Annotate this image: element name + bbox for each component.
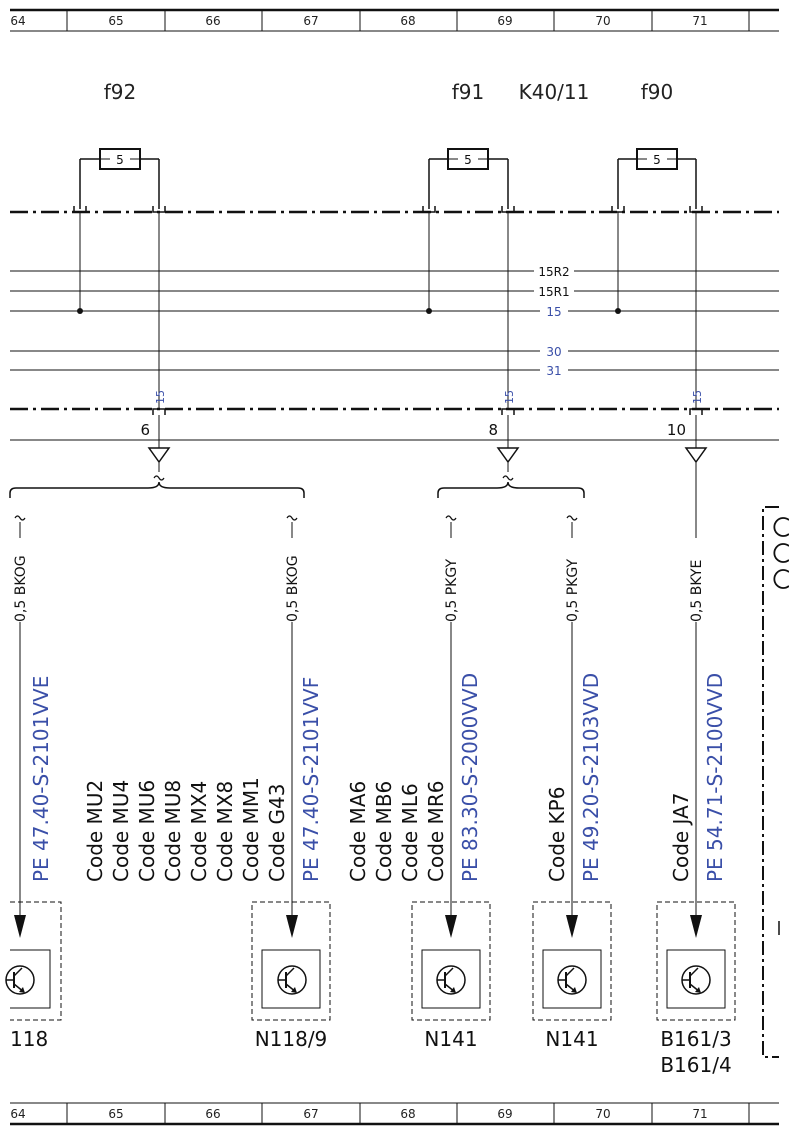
transistor-icon [436,965,466,995]
part-reference: PE 47.40-S-2101VVE [29,676,53,882]
code-label: Code ML6 [398,783,422,882]
fuse-f90: 5 [617,148,697,209]
code-label: Code JA7 [669,792,693,882]
grid-number: 70 [595,14,610,28]
pin-circuit-label: 15 [154,390,167,404]
component-n141-a [411,901,491,1021]
grid-number: 71 [692,14,707,28]
upper-boundary-line [10,206,779,214]
transistor-icon [557,965,587,995]
pin-number: 10 [667,421,686,439]
code-label: Code KP6 [545,787,569,882]
rail-label-15: 15 [546,305,561,319]
rail-label-30: 30 [546,345,561,359]
code-label: Code MM1 [239,777,263,882]
grid-number: 68 [400,14,415,28]
code-label: Code MU6 [135,780,159,882]
wire-label: 0,5 PKGY [444,559,460,622]
component-label: 118 [10,1027,48,1051]
component-label: N141 [545,1027,598,1051]
wire-label: 0,5 BKYE [689,560,705,622]
grid-number: 68 [400,1107,415,1121]
grid-number: 64 [10,1107,25,1121]
fuse-f91: 5 [428,148,509,209]
branch-wires [14,462,702,938]
component-n141-b [532,901,612,1021]
grid-number: 70 [595,1107,610,1121]
code-label: Code MU4 [109,780,133,882]
fuse-label-f92: f92 [104,80,137,104]
lower-boundary-line [10,407,779,441]
rail-label-15r2: 15R2 [538,265,569,279]
top-grid-ruler: 64 65 66 67 68 69 70 71 [10,8,779,32]
rail-label-15r1: 15R1 [538,285,569,299]
part-reference: PE 47.40-S-2101VVF [299,677,323,882]
fuse-rating: 5 [653,153,661,167]
component-b161 [656,901,736,1021]
component-label: B161/4 [660,1053,731,1077]
code-label: Code MX4 [187,781,211,882]
part-reference: PE 54.71-S-2100VVD [703,673,727,882]
code-label: Code MX8 [213,781,237,882]
pin-number: 8 [488,421,498,439]
transistor-icon [681,965,711,995]
wire-label: 0,5 PKGY [565,559,581,622]
grid-number: 66 [205,14,220,28]
transistor-icon [5,965,35,995]
connector-pin-8 [437,415,585,498]
transistor-icon [277,965,307,995]
relay-label: K40/11 [519,80,590,104]
part-reference: PE 49.20-S-2103VVD [579,673,603,882]
grid-number: 69 [497,14,512,28]
component-n118-9 [251,901,331,1021]
grid-number: 67 [303,1107,318,1121]
code-label: Code G43 [265,783,289,882]
fuse-label-f91: f91 [452,80,485,104]
fuse-rating: 5 [116,153,124,167]
fuse-rating: 5 [464,153,472,167]
wire-label: 0,5 BKOG [285,555,301,622]
component-118 [5,901,62,1021]
code-label-partial: Code G42 [0,783,21,882]
component-label: B161/3 [660,1027,731,1051]
grid-number: 65 [108,1107,123,1121]
connector-pin-6 [9,415,305,498]
right-frame-partial [762,506,789,1058]
component-label: N118/9 [255,1027,328,1051]
grid-number: 65 [108,14,123,28]
connector-pin-10 [684,415,708,464]
fuse-f92: 5 [79,148,160,209]
bottom-grid-ruler: 64 65 66 67 68 69 70 71 [10,1102,779,1126]
grid-number: 64 [10,14,25,28]
code-label: Code MU8 [161,780,185,882]
rail-label-31: 31 [546,364,561,378]
pin-circuit-label: 15 [503,390,516,404]
code-label: Code MB6 [372,781,396,882]
grid-number: 69 [497,1107,512,1121]
grid-number: 71 [692,1107,707,1121]
pin-number: 6 [140,421,150,439]
fuse-label-f90: f90 [641,80,674,104]
pin-circuit-label: 15 [691,390,704,404]
grid-number: 66 [205,1107,220,1121]
power-rails: 15R2 15R1 15 30 31 [10,264,779,378]
grid-number: 67 [303,14,318,28]
code-label: Code MA6 [346,781,370,882]
wire-label: 0,5 BKOG [13,555,29,622]
code-label: Code MU2 [83,780,107,882]
part-reference: PE 83.30-S-2000VVD [458,673,482,882]
component-label: N141 [424,1027,477,1051]
code-label: Code MR6 [424,781,448,882]
